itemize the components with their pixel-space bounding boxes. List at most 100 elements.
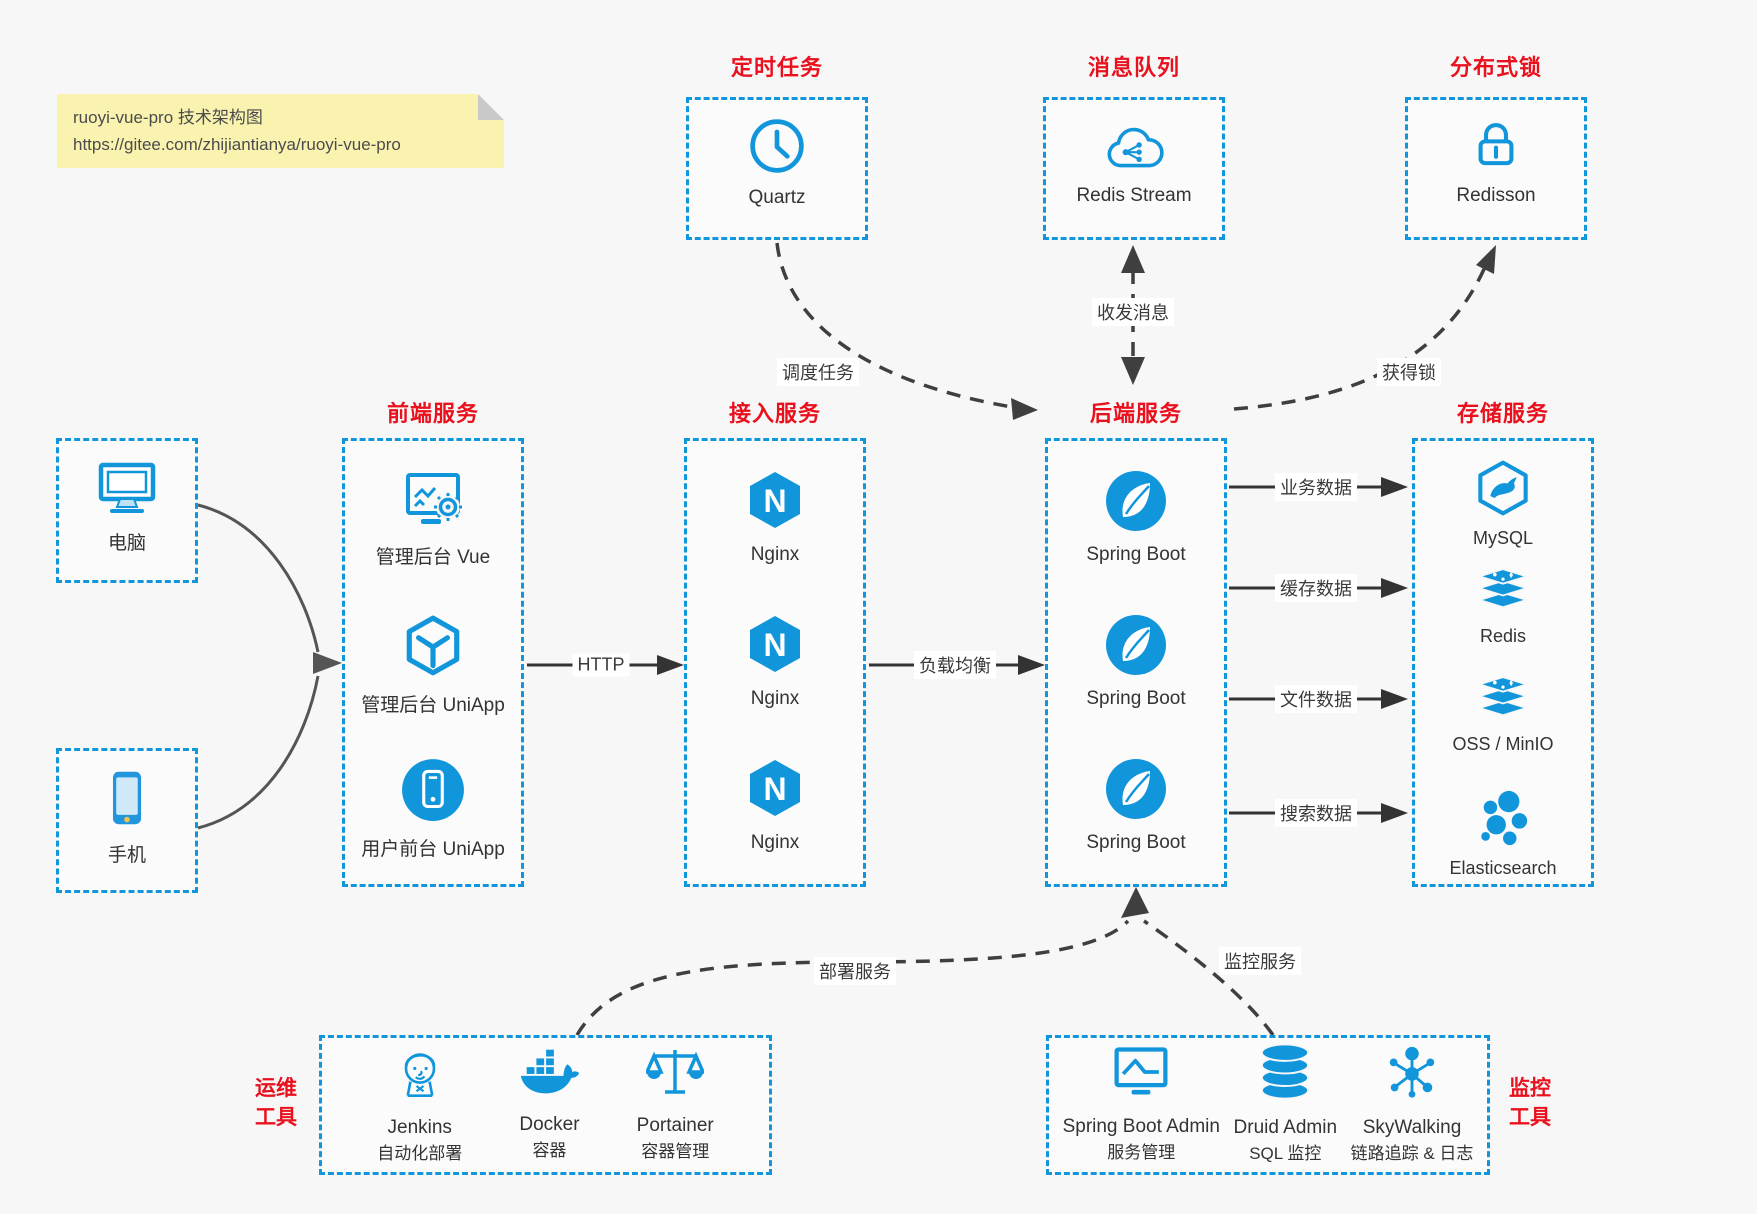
oss-stack-icon xyxy=(1474,673,1532,728)
desktop-icon xyxy=(95,459,159,522)
clock-icon xyxy=(747,116,807,181)
uniapp-cube-icon xyxy=(400,613,466,684)
tool-desc: 服务管理 xyxy=(1107,1143,1176,1162)
label-redis: Redis xyxy=(1479,626,1527,646)
tool-druid-admin: Druid Admin SQL 监控 xyxy=(1233,1043,1338,1167)
edge-desktop-to-frontend xyxy=(197,503,320,653)
group-title-message-queue: 消息队列 xyxy=(1087,55,1180,80)
box-storage: MySQL Redis xyxy=(1412,438,1594,887)
box-phone-client: 手机 xyxy=(56,748,198,893)
label-springboot-3: Spring Boot xyxy=(1086,832,1186,853)
arrowhead-frontend xyxy=(313,652,342,674)
label-nginx-1: Nginx xyxy=(750,544,800,565)
jenkins-icon xyxy=(392,1043,448,1109)
tool-desc: 容器管理 xyxy=(641,1142,710,1161)
label-user-uniapp: 用户前台 UniApp xyxy=(361,839,505,860)
edge-monitor xyxy=(1143,919,1275,1037)
side-label-ops: 运维 工具 xyxy=(255,1077,297,1129)
edge-label-cache-data: 缓存数据 xyxy=(1275,574,1357,602)
edge-label-message: 收发消息 xyxy=(1092,298,1174,326)
cloud-share-icon xyxy=(1101,120,1167,179)
elasticsearch-icon xyxy=(1475,789,1531,852)
box-ops-tools: Jenkins 自动化部署 Docker 容器 xyxy=(319,1035,772,1175)
label-springboot-1: Spring Boot xyxy=(1086,544,1186,565)
label-admin-uniapp: 管理后台 UniApp xyxy=(361,695,505,716)
box-quartz: Quartz xyxy=(686,97,868,240)
nginx-icon: N xyxy=(743,613,807,682)
tool-desc: 容器 xyxy=(532,1141,567,1160)
box-monitor-tools: Spring Boot Admin 服务管理 Druid Admin SQL 监… xyxy=(1046,1035,1490,1175)
group-title-storage: 存储服务 xyxy=(1456,401,1549,426)
druid-db-icon xyxy=(1257,1043,1313,1109)
tool-spring-boot-admin: Spring Boot Admin 服务管理 xyxy=(1063,1044,1220,1166)
nginx-icon: N xyxy=(743,469,807,538)
edge-schedule-task xyxy=(775,242,1013,409)
box-redis-stream: Redis Stream xyxy=(1043,97,1225,240)
svg-text:N: N xyxy=(763,627,786,663)
edge-phone-to-frontend xyxy=(197,675,320,830)
edge-label-search-data: 搜索数据 xyxy=(1275,799,1357,827)
lock-icon xyxy=(1467,116,1525,179)
label-desktop: 电脑 xyxy=(107,533,146,554)
note-title: ruoyi-vue-pro 技术架构图 xyxy=(73,108,263,127)
tool-desc: 链路追踪 & 日志 xyxy=(1350,1144,1474,1163)
label-nginx-2: Nginx xyxy=(750,688,800,709)
svg-text:N: N xyxy=(763,483,786,519)
group-title-distributed-lock: 分布式锁 xyxy=(1449,55,1542,80)
sba-monitor-icon xyxy=(1111,1044,1171,1108)
tool-name: SkyWalking xyxy=(1362,1117,1462,1138)
edge-label-deploy: 部署服务 xyxy=(814,957,896,985)
tool-portainer: Portainer 容器管理 xyxy=(637,1045,714,1165)
edge-label-load-balance: 负载均衡 xyxy=(914,651,996,679)
tool-skywalking: SkyWalking 链路追踪 & 日志 xyxy=(1350,1043,1474,1167)
label-admin-vue: 管理后台 Vue xyxy=(375,547,491,568)
label-springboot-2: Spring Boot xyxy=(1086,688,1186,709)
smartphone-icon xyxy=(98,767,156,834)
label-mysql: MySQL xyxy=(1472,528,1533,548)
note-fold-corner xyxy=(478,94,504,120)
box-backend: Spring Boot Spring Boot Spring Boot xyxy=(1045,438,1227,887)
box-frontend: 管理后台 Vue 管理后台 UniApp 用户前台 UniApp xyxy=(342,438,524,887)
sticky-note: ruoyi-vue-pro 技术架构图 https://gitee.com/zh… xyxy=(57,94,504,168)
box-access: N Nginx N Nginx N Nginx xyxy=(684,438,866,887)
tool-docker: Docker 容器 xyxy=(517,1046,581,1164)
tool-name: Druid Admin xyxy=(1233,1117,1338,1138)
spring-icon xyxy=(1104,613,1168,682)
redis-stack-icon xyxy=(1474,565,1532,620)
label-nginx-3: Nginx xyxy=(750,832,800,853)
label-redisson: Redisson xyxy=(1456,185,1536,206)
group-title-frontend: 前端服务 xyxy=(386,401,479,426)
svg-text:N: N xyxy=(763,771,786,807)
label-oss-minio: OSS / MinIO xyxy=(1452,734,1554,754)
edge-label-business-data: 业务数据 xyxy=(1275,473,1357,501)
group-title-access: 接入服务 xyxy=(728,401,821,426)
group-title-scheduled-task: 定时任务 xyxy=(730,55,823,80)
label-elasticsearch: Elasticsearch xyxy=(1449,858,1557,878)
label-phone: 手机 xyxy=(107,845,146,866)
portainer-icon xyxy=(644,1045,706,1107)
skywalking-icon xyxy=(1383,1043,1441,1109)
admin-vue-icon xyxy=(400,469,466,536)
spring-icon xyxy=(1104,469,1168,538)
tool-name: Jenkins xyxy=(387,1117,452,1138)
side-label-monitor: 监控 工具 xyxy=(1509,1077,1551,1129)
group-title-backend: 后端服务 xyxy=(1089,401,1182,426)
label-quartz: Quartz xyxy=(748,187,806,208)
edge-label-http: HTTP xyxy=(572,653,630,677)
tool-desc: SQL 监控 xyxy=(1249,1144,1322,1163)
note-url: https://gitee.com/zhijiantianya/ruoyi-vu… xyxy=(73,135,401,154)
label-redis-stream: Redis Stream xyxy=(1076,185,1192,206)
tool-jenkins: Jenkins 自动化部署 xyxy=(377,1043,462,1167)
tool-name: Portainer xyxy=(636,1115,714,1136)
edge-get-lock xyxy=(1233,266,1487,411)
edge-label-schedule: 调度任务 xyxy=(777,358,859,386)
docker-icon xyxy=(517,1046,581,1106)
tool-name: Spring Boot Admin xyxy=(1062,1116,1220,1137)
box-desktop-client: 电脑 xyxy=(56,438,198,583)
user-app-icon xyxy=(400,757,466,828)
tool-desc: 自动化部署 xyxy=(377,1144,463,1163)
box-redisson: Redisson xyxy=(1405,97,1587,240)
tool-name: Docker xyxy=(519,1114,580,1135)
